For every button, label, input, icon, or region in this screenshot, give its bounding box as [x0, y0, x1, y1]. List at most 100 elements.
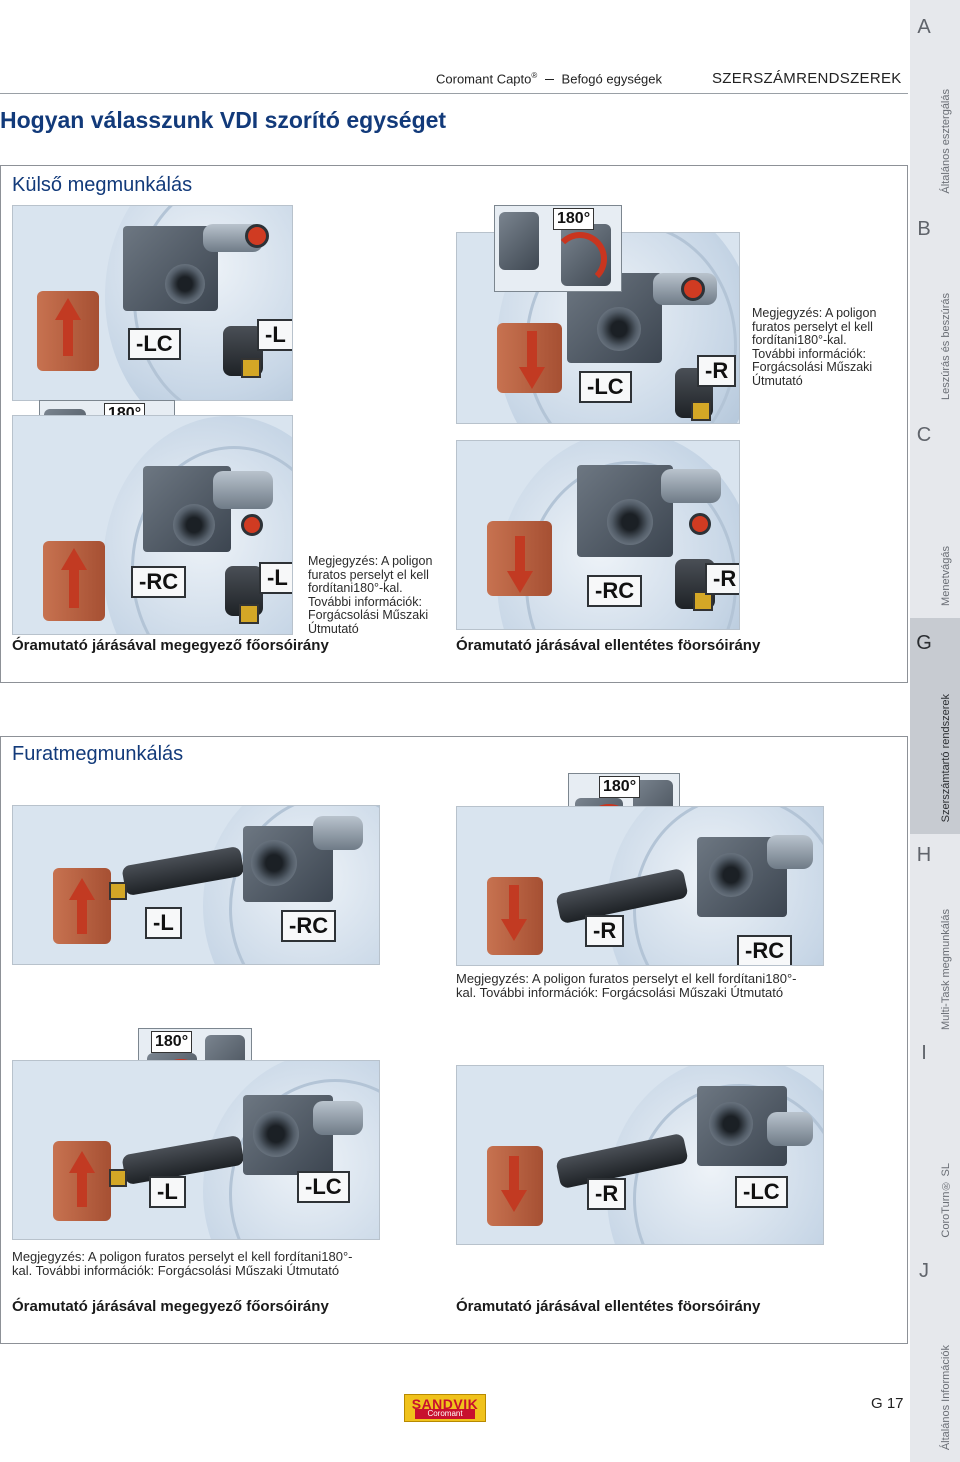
note-line: További információk: — [308, 594, 422, 609]
code-label: -RC — [131, 566, 187, 598]
tab-letter: H — [916, 844, 932, 866]
holder-bore — [607, 499, 653, 545]
cutting-insert — [693, 591, 713, 611]
illustration-bore-right-top: -R -RC — [456, 806, 824, 966]
tab-label: Menetvágás — [940, 546, 952, 606]
cutting-insert — [241, 358, 261, 378]
shank-cap — [689, 513, 711, 535]
cutting-insert — [109, 882, 127, 900]
flange-front — [499, 212, 539, 270]
code-label: -LC — [735, 1176, 788, 1208]
code-label: -LC — [128, 328, 181, 360]
logo-subtext: Coromant — [415, 1409, 475, 1419]
spindle-direction-arrow — [509, 1156, 519, 1192]
note-line: kal. További információk: Forgácsolási M… — [456, 985, 784, 1000]
tab-b[interactable]: B Leszúrás és beszúrás — [910, 206, 960, 413]
direction-clockwise: Óramutató járásával megegyező főorsóirán… — [12, 1298, 329, 1315]
tab-c[interactable]: C Menetvágás — [910, 412, 960, 619]
tab-letter: I — [921, 1042, 927, 1064]
code-label: -L — [257, 319, 292, 351]
tab-label: Általános esztergálás — [940, 89, 952, 194]
cutting-insert — [109, 1169, 127, 1187]
spindle-arrow-head — [55, 298, 81, 320]
code-label: -R — [705, 563, 739, 595]
rotation-label: 180° — [151, 1031, 193, 1053]
code-label: -L — [149, 1176, 186, 1208]
tab-letter: B — [917, 218, 931, 240]
tab-letter: C — [916, 424, 932, 446]
spindle-direction-arrow — [527, 331, 537, 369]
cutting-insert — [239, 604, 259, 624]
boring-section-title: Furatmegmunkálás — [12, 743, 184, 765]
holder-bore — [251, 840, 297, 886]
illustration-ext-right-bottom: -RC -R — [456, 440, 740, 630]
spindle-direction-arrow — [77, 1171, 87, 1207]
tab-j[interactable]: J Általános Információk — [910, 1250, 960, 1462]
note-line: fordítani180°-kal. — [308, 581, 403, 595]
illustration-bore-right-bottom: -R -LC — [456, 1065, 824, 1245]
spindle-arrow-head — [501, 919, 527, 941]
page-title: Hogyan válasszunk VDI szorító egységet — [0, 107, 447, 133]
rotation-label: 180° — [553, 208, 595, 230]
code-label: -LC — [579, 371, 632, 403]
spindle-arrow-head — [69, 1151, 95, 1173]
illustration-bore-left-top: -L -RC — [12, 805, 380, 965]
spindle-arrow-head — [501, 1190, 527, 1212]
page-number: G 17 — [871, 1395, 904, 1412]
holder-bore — [709, 1102, 753, 1146]
external-note: Megjegyzés: A poligon furatos perselyt e… — [308, 554, 458, 636]
boring-section — [0, 736, 908, 1344]
tab-h[interactable]: H Multi-Task megmunkálás — [910, 834, 960, 1043]
rotation-arrow-icon — [553, 232, 607, 286]
code-label: -RC — [737, 935, 793, 965]
note-line: furatos perselyt el kell — [752, 319, 873, 334]
note-line: Megjegyzés: A poligon furatos perselyt e… — [12, 1249, 353, 1264]
note-line: Útmutató — [308, 621, 359, 636]
turret-ring — [229, 806, 379, 964]
shank-cap — [681, 277, 705, 301]
tab-label: Szerszámtartó rendszerek — [940, 693, 952, 822]
holder-bore — [173, 504, 215, 546]
note-line: Forgácsolási Műszaki — [752, 360, 873, 374]
header-system: SZERSZÁMRENDSZEREK — [712, 70, 902, 87]
spindle-arrow-head — [69, 878, 95, 900]
rotation-label: 180° — [599, 776, 641, 798]
logo-text: SANDVIK — [411, 1396, 479, 1412]
header-brand: Coromant Capto® Befogó egységek — [436, 71, 662, 86]
vdi-shank — [767, 1112, 813, 1146]
code-label: -LC — [297, 1171, 350, 1203]
code-label: -L — [145, 907, 182, 939]
vdi-shank — [313, 816, 363, 850]
note-line: furatos perselyt el kell — [308, 567, 429, 582]
tab-label: CoroTurn® SL — [940, 1163, 952, 1238]
external-section-title: Külső megmunkálás — [12, 174, 193, 196]
holder-bore — [165, 264, 205, 304]
spindle-direction-arrow — [63, 318, 73, 356]
note-line: További információk: — [752, 346, 866, 361]
tab-i[interactable]: I CoroTurn® SL — [910, 1042, 960, 1251]
code-label: -R — [587, 1178, 627, 1210]
spindle-arrow-head — [61, 548, 87, 570]
tab-letter: G — [916, 632, 932, 654]
header-dash — [544, 79, 554, 81]
sandvik-logo: SANDVIK Coromant — [404, 1394, 486, 1422]
vdi-shank — [661, 469, 721, 503]
spindle-direction-arrow — [69, 568, 79, 608]
holder-bore — [253, 1111, 299, 1157]
spindle-direction-arrow — [515, 536, 525, 574]
spindle-direction-arrow — [77, 898, 87, 934]
code-label: -R — [585, 915, 625, 947]
code-label: -RC — [281, 910, 337, 942]
tab-a[interactable]: A Általános esztergálás — [910, 0, 960, 207]
code-label: -L — [259, 562, 292, 594]
brand-name: Coromant Capto — [436, 71, 532, 87]
tab-g[interactable]: G Szerszámtartó rendszerek — [910, 618, 960, 835]
illustration-ext-left-bottom: -RC -L — [12, 415, 293, 635]
boring-note-right: Megjegyzés: A poligon furatos perselyt e… — [456, 972, 836, 1000]
code-label: -RC — [587, 575, 643, 607]
vdi-shank — [213, 471, 273, 509]
tab-letter: J — [919, 1260, 929, 1282]
note-line: Forgácsolási Műszaki — [308, 608, 429, 622]
external-section — [0, 165, 908, 683]
direction-clockwise: Óramutató járásával megegyező főorsóirán… — [12, 637, 329, 654]
